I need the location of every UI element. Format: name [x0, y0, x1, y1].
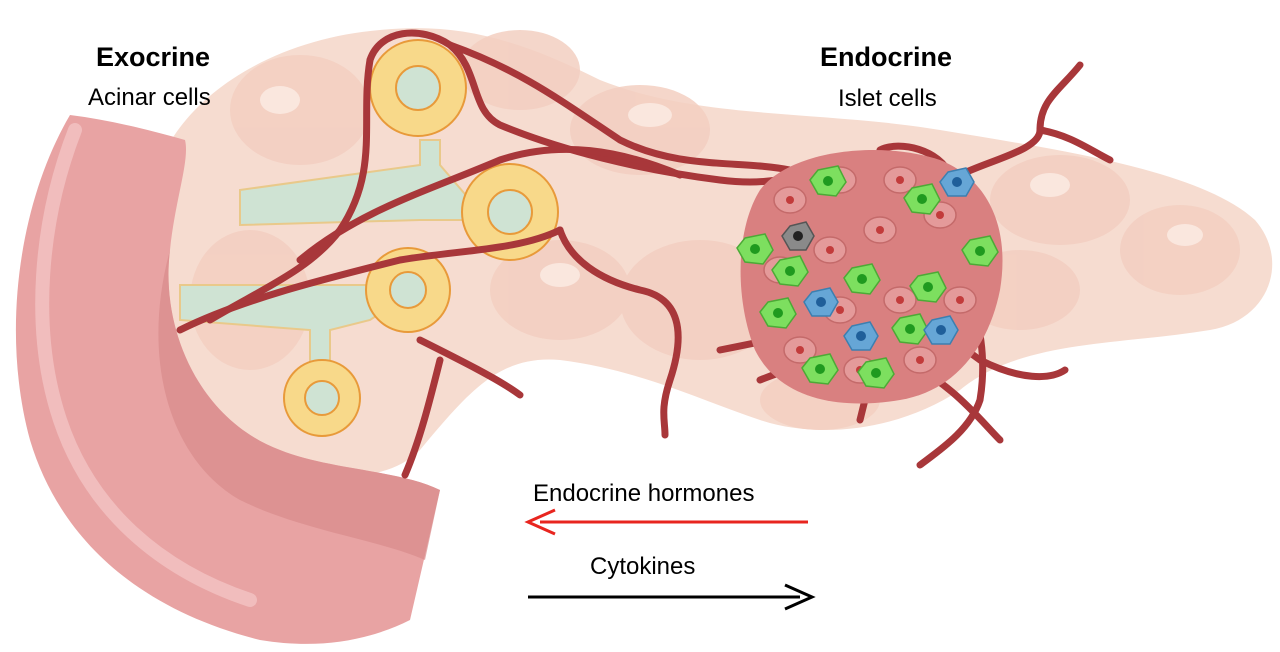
cytokines-label: Cytokines [590, 553, 696, 580]
duodenum [15, 115, 440, 644]
hormones-arrow [524, 508, 808, 536]
cytokines-arrow [528, 583, 816, 611]
islet-of-langerhans [736, 150, 1003, 404]
endocrine-hormones-label: Endocrine hormones [533, 480, 755, 507]
endocrine-title: Endocrine [820, 42, 953, 72]
acinar-clusters [283, 39, 559, 437]
endocrine-subtitle: Islet cells [838, 85, 937, 112]
exocrine-title: Exocrine [96, 42, 211, 72]
exocrine-subtitle: Acinar cells [88, 84, 211, 111]
